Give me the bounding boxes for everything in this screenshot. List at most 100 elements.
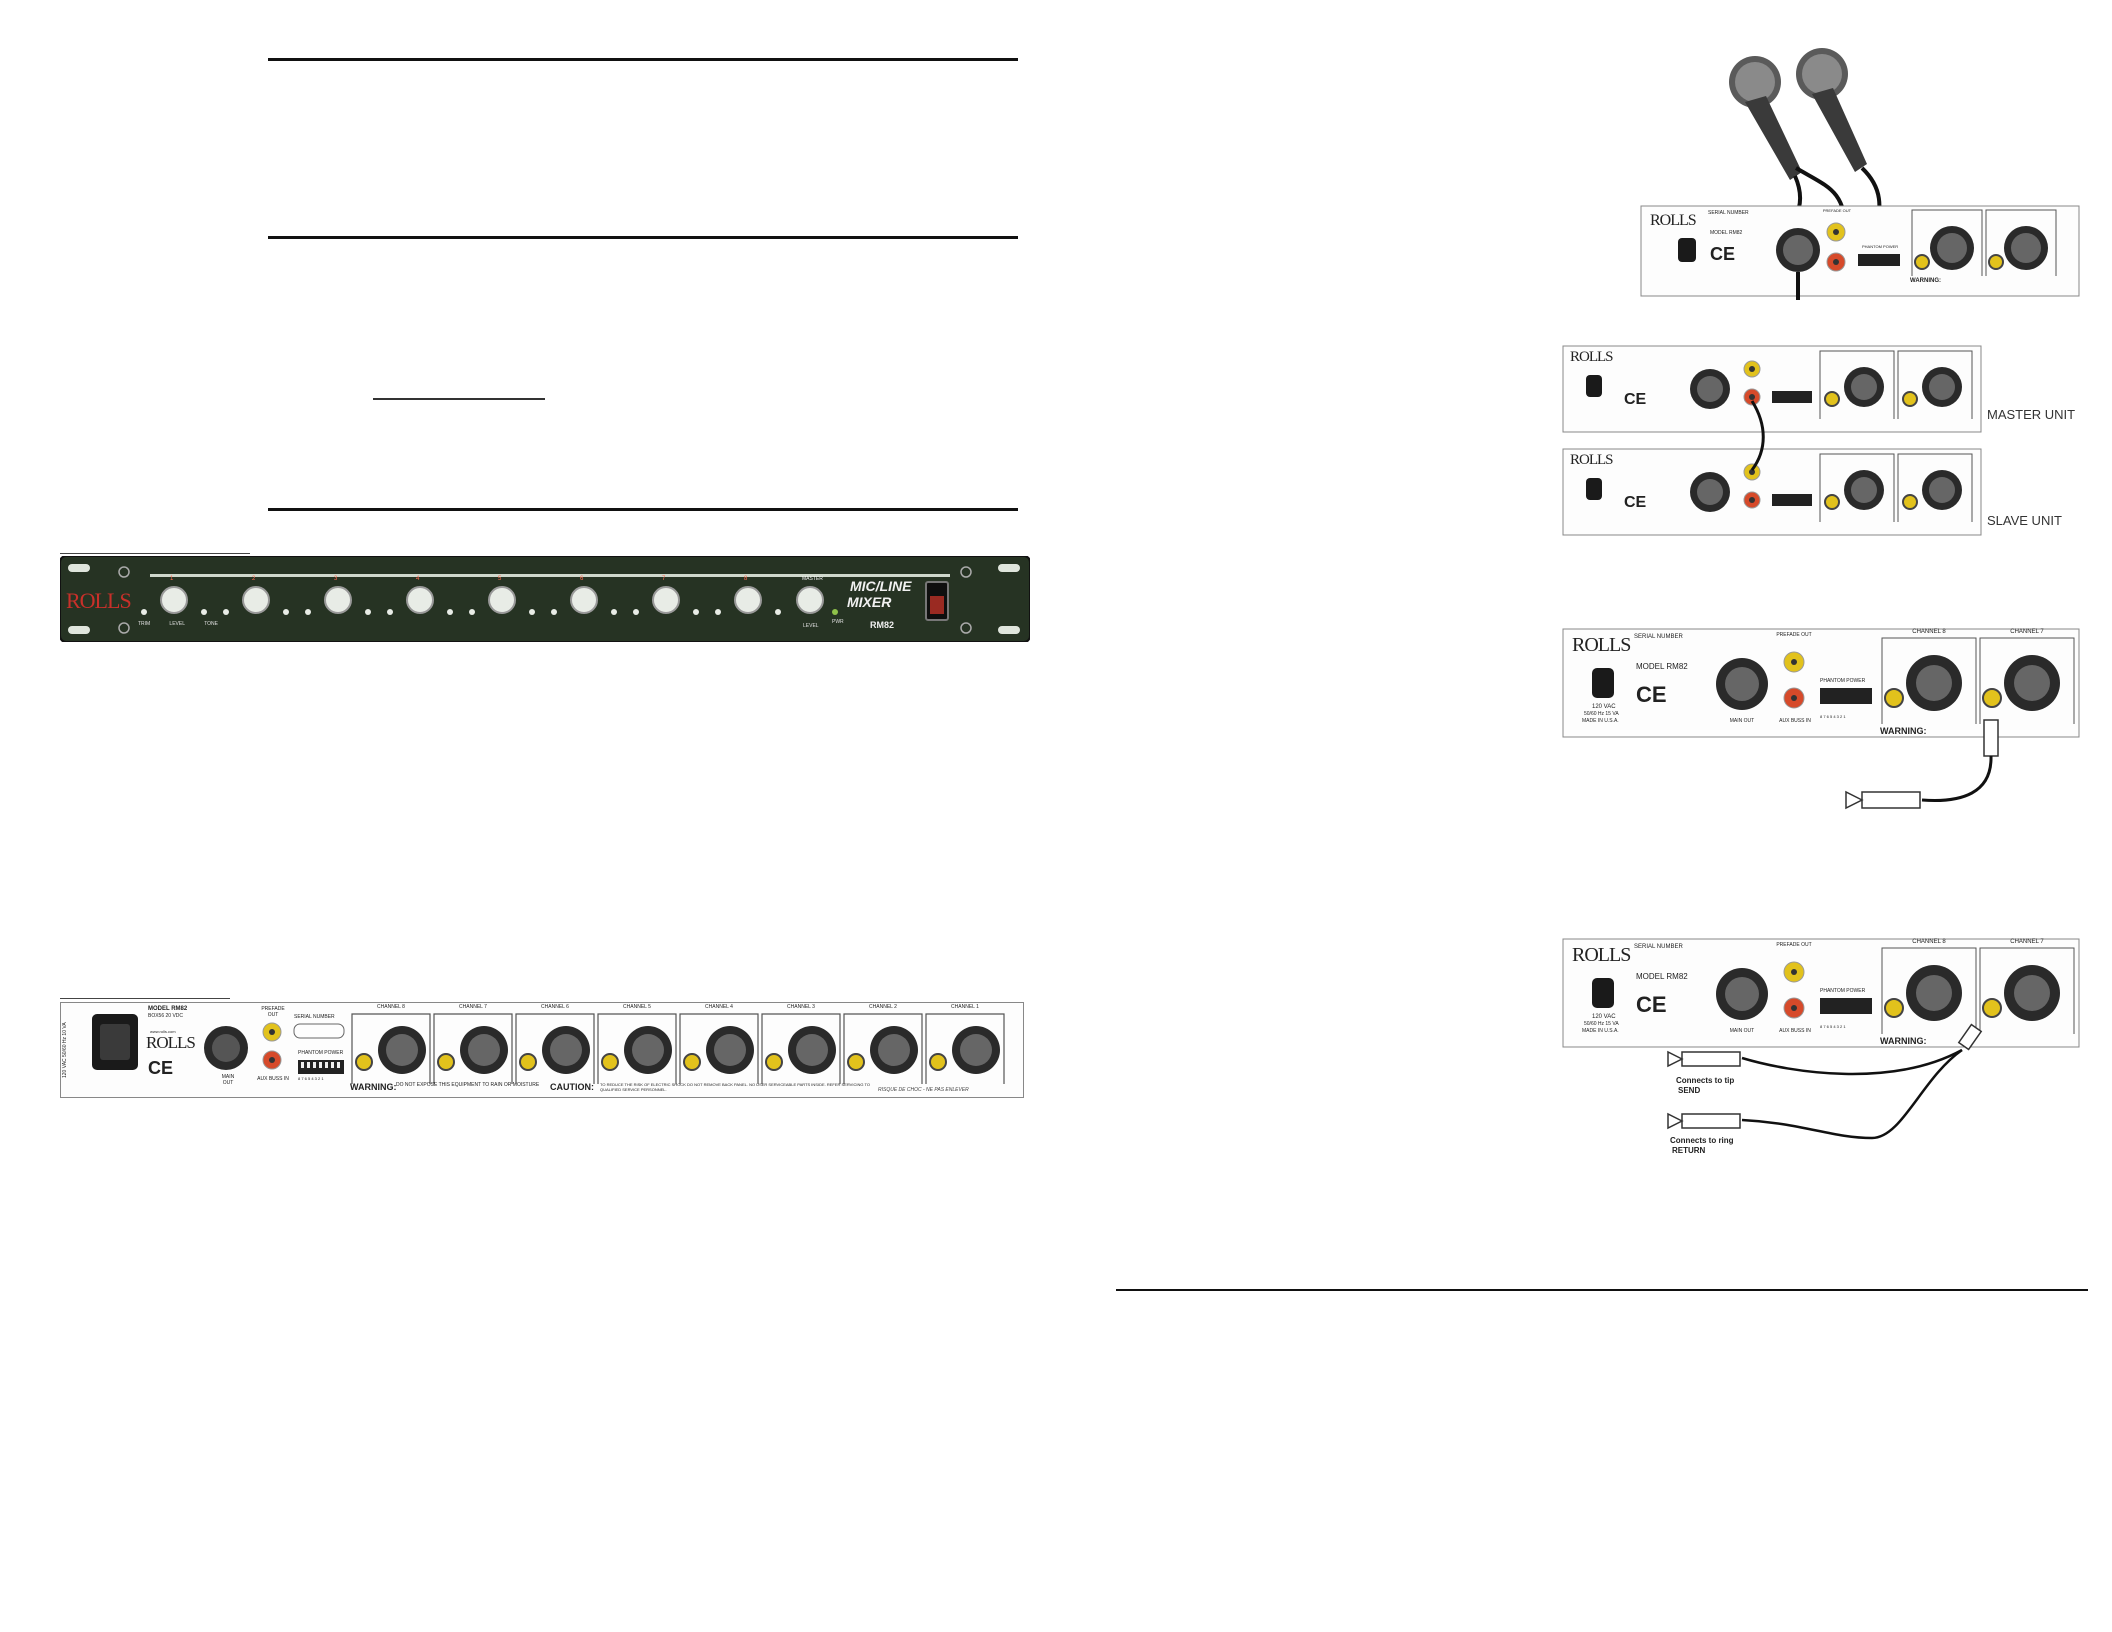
return-label: RETURN [1672, 1146, 1706, 1155]
channel-number-row: 1 2 3 4 5 6 7 8 [165, 576, 785, 584]
d1-warning: WARNING: [1910, 278, 1941, 284]
d3-hz: 50/60 Hz 15 VA [1584, 711, 1619, 717]
y-cable-icon [1667, 1023, 1983, 1140]
d4-brand: ROLLS [1572, 944, 1631, 966]
d3-model: MODEL RM82 [1636, 662, 1688, 671]
d3-brand: ROLLS [1572, 634, 1631, 656]
d2-brand-slave: ROLLS [1570, 452, 1614, 468]
d4-main-out: MAIN OUT [1729, 1028, 1755, 1034]
diagram-microphones: ROLLS SERIAL NUMBER MODEL RM82 CE PREFAD… [1640, 40, 2080, 310]
d2-brand-master: ROLLS [1570, 349, 1614, 365]
channel-label: CHANNEL 3 [787, 1004, 815, 1010]
channel-number: 7 [662, 576, 666, 582]
d2-ce-slave: CE [1624, 494, 1647, 511]
d1-prefade: PREFADE OUT [1822, 208, 1852, 213]
link-cable-icon [1750, 400, 1765, 471]
section-rule-3 [268, 508, 1018, 511]
d3-serial: SERIAL NUMBER [1634, 634, 1683, 640]
d3-ce: CE [1636, 682, 1667, 707]
rear-caution-label: CAUTION: [550, 1082, 594, 1092]
rear-website: www.rolls.com [150, 1029, 176, 1034]
trim-label: TRIM [138, 621, 151, 627]
d4-warning: WARNING: [1880, 1036, 1927, 1046]
d4-ch8: CHANNEL 8 [1912, 939, 1946, 945]
d4-hz: 50/60 Hz 15 VA [1584, 1021, 1619, 1027]
channel-label: CHANNEL 5 [623, 1004, 651, 1010]
rear-prefade-out: PREFADE OUT [261, 1006, 285, 1018]
d1-serial: SERIAL NUMBER [1708, 210, 1749, 216]
short-underline [373, 398, 545, 400]
channel-number: 4 [416, 576, 420, 582]
d4-made-in: MADE IN U.S.A. [1582, 1028, 1619, 1034]
d1-brand: ROLLS [1650, 212, 1697, 229]
d3-switch-numbers: 8 7 6 5 4 3 2 1 [1820, 714, 1846, 719]
d3-phantom: PHANTOM POWER [1820, 678, 1866, 684]
rear-main-out: MAIN OUT [221, 1074, 235, 1086]
send-label: SEND [1678, 1086, 1701, 1095]
d4-switch-numbers: 8 7 6 5 4 3 2 1 [1820, 1024, 1846, 1029]
channel-label: CHANNEL 1 [951, 1004, 979, 1010]
rear-ce-mark: CE [148, 1058, 174, 1078]
front-master-label: MASTER [802, 576, 823, 582]
rear-model: MODEL RM82 [148, 1006, 188, 1012]
tone-label: TONE [204, 621, 218, 627]
connects-ring-label: Connects to ring [1670, 1136, 1734, 1145]
knob-labels: TRIM LEVEL TONE [138, 621, 218, 627]
d4-ch7: CHANNEL 7 [2010, 939, 2044, 945]
d4-prefade: PREFADE OUT [1776, 942, 1812, 948]
d3-warning: WARNING: [1880, 726, 1927, 736]
front-product-name-2: MIXER [847, 594, 892, 610]
d4-aux: AUX BUSS IN [1779, 1028, 1811, 1034]
channel-label: CHANNEL 4 [705, 1004, 733, 1010]
diagram-y-cable: ROLLS SERIAL NUMBER MODEL RM82 120 VAC 5… [1562, 938, 2080, 1178]
channel-label: CHANNEL 8 [377, 1004, 405, 1010]
master-unit-label: MASTER UNIT [1987, 407, 2076, 422]
rear-caution-text: TO REDUCE THE RISK OF ELECTRIC SHOCK DO … [600, 1082, 870, 1092]
d1-model: MODEL RM82 [1710, 230, 1743, 236]
channel-number: 3 [334, 576, 338, 582]
section-rule-2 [268, 236, 1018, 239]
channel-number: 2 [252, 576, 256, 582]
front-brand-logo: ROLLS [66, 588, 132, 613]
rack-slot-icon [998, 564, 1020, 572]
rear-serial: SERIAL NUMBER [294, 1014, 335, 1020]
d3-main-out: MAIN OUT [1729, 718, 1755, 724]
rack-slot-icon [68, 626, 90, 634]
rack-slot-icon [998, 626, 1020, 634]
rack-slot-icon [68, 564, 90, 572]
front-panel-caption-line [60, 553, 250, 554]
d4-serial: SERIAL NUMBER [1634, 944, 1683, 950]
quarter-inch-plug-icon [1845, 719, 1999, 810]
channel-label: CHANNEL 6 [541, 1004, 569, 1010]
d3-voltage: 120 VAC [1592, 704, 1616, 710]
channel-number: 5 [498, 576, 502, 582]
slave-unit-label: SLAVE UNIT [1987, 513, 2062, 528]
rear-warning-label: WARNING: [350, 1082, 397, 1092]
channel-label: CHANNEL 7 [459, 1004, 487, 1010]
d3-made-in: MADE IN U.S.A. [1582, 718, 1619, 724]
rear-panel-caption-line [60, 998, 230, 999]
d3-aux: AUX BUSS IN [1779, 718, 1811, 724]
top-rule [268, 58, 1018, 61]
channel-number: 1 [170, 576, 174, 582]
d1-ce: CE [1710, 244, 1736, 264]
channel-label: CHANNEL 2 [869, 1004, 897, 1010]
rear-aux-bus-in: AUX BUSS IN [257, 1076, 289, 1082]
power-led-icon [832, 609, 838, 615]
d4-voltage: 120 VAC [1592, 1014, 1616, 1020]
diagram-insert-cable: ROLLS SERIAL NUMBER MODEL RM82 120 VAC 5… [1562, 628, 2080, 818]
d2-ce-master: CE [1624, 391, 1647, 408]
d1-phantom: PHANTOM POWER [1862, 244, 1899, 249]
d4-ce: CE [1636, 992, 1667, 1017]
front-product-name-1: MIC/LINE [850, 578, 912, 594]
connects-tip-label: Connects to tip [1676, 1076, 1735, 1085]
rear-warning-text: DO NOT EXPOSE THIS EQUIPMENT TO RAIN OR … [396, 1082, 540, 1088]
d4-phantom: PHANTOM POWER [1820, 988, 1866, 994]
rear-panel: 120 VAC 50/60 Hz 10 VA MODEL RM82 BOX56 … [60, 1002, 1024, 1098]
rear-power-rating: BOX56 20 VDC [148, 1013, 184, 1019]
rear-channel-labels: CHANNEL 8 CHANNEL 7 CHANNEL 6 CHANNEL 5 … [352, 1004, 1008, 1014]
d3-ch8: CHANNEL 8 [1912, 629, 1946, 635]
rear-phantom: PHANTOM POWER [298, 1050, 344, 1056]
front-panel: ROLLS MIC/LINE MIXER RM82 MASTER 1 2 3 4… [60, 556, 1030, 642]
d3-ch7: CHANNEL 7 [2010, 629, 2044, 635]
